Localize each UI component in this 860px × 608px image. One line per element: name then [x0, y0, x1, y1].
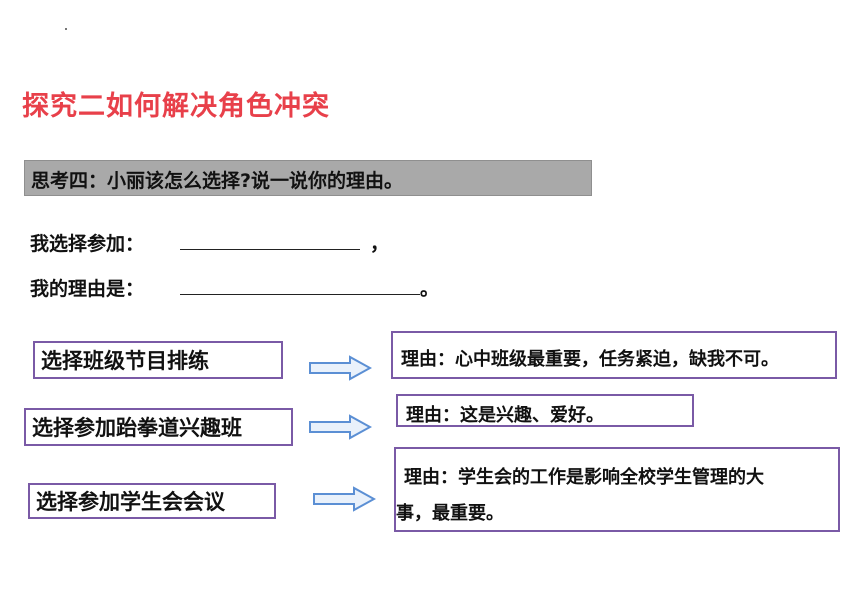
choice-prompt-label: 我选择参加： [30, 233, 145, 255]
stray-dot [65, 28, 67, 30]
right-arrow-icon [309, 355, 372, 381]
right-arrow-icon [309, 414, 372, 440]
reason-text-line-2: 事，最重要。 [396, 503, 504, 524]
reason-box-class-rehearsal: 理由：心中班级最重要，任务紧迫，缺我不可。 [391, 331, 837, 379]
reason-prompt-label: 我的理由是： [30, 278, 145, 300]
choice-box-taekwondo: 选择参加跆拳道兴趣班 [24, 408, 293, 446]
question-text: 思考四：小丽该怎么选择?说一说你的理由。 [31, 170, 404, 192]
choice-text: 选择班级节目排练 [41, 349, 209, 373]
reason-text: 理由：心中班级最重要，任务紧迫，缺我不可。 [401, 349, 779, 370]
choice-prompt-comma: ， [370, 233, 390, 255]
reason-answer-blank[interactable] [180, 294, 420, 295]
page-title: 探究二如何解决角色冲突 [22, 91, 330, 122]
reason-box-taekwondo: 理由：这是兴趣、爱好。 [396, 394, 694, 427]
reason-text: 理由：这是兴趣、爱好。 [406, 405, 604, 426]
choice-answer-blank[interactable] [180, 249, 360, 250]
choice-box-student-union: 选择参加学生会会议 [28, 483, 276, 519]
choice-text: 选择参加跆拳道兴趣班 [32, 416, 242, 440]
choice-box-class-rehearsal: 选择班级节目排练 [33, 341, 283, 379]
reason-prompt-period: 。 [420, 278, 440, 300]
reason-box-student-union: 理由：学生会的工作是影响全校学生管理的大 事，最重要。 [394, 447, 840, 532]
reason-text-line-1: 理由：学生会的工作是影响全校学生管理的大 [404, 467, 764, 488]
question-banner: 思考四：小丽该怎么选择?说一说你的理由。 [24, 160, 592, 196]
choice-text: 选择参加学生会会议 [36, 490, 225, 514]
right-arrow-icon [313, 486, 376, 512]
